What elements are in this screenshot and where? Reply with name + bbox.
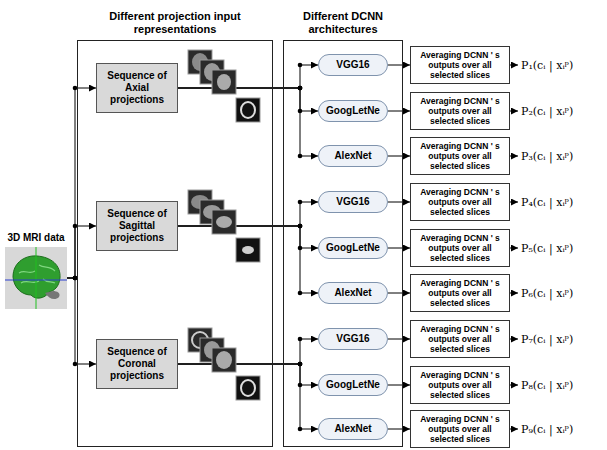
process-box: Sequence of Sagittal projections — [96, 201, 178, 251]
box-text: AlexNet — [334, 287, 371, 299]
flow-arrow — [178, 364, 318, 429]
box-text: VGG16 — [336, 59, 369, 71]
flow-arrow — [388, 111, 410, 112]
junction-dot — [298, 291, 303, 296]
flow-arrow — [178, 226, 318, 293]
process-box: Averaging DCNN ' s outputs over all sele… — [410, 274, 510, 312]
group-panel: Different projection input representatio… — [77, 40, 273, 447]
output-arrows — [510, 65, 518, 429]
flow-arrow — [67, 88, 96, 278]
junction-dot — [298, 224, 303, 229]
probability-output: P₉(cᵢ | xᵢᵖ) — [521, 423, 573, 436]
junction-dot — [298, 86, 303, 91]
flow-arrow — [67, 226, 96, 278]
probability-output: P₄(cᵢ | xᵢᵖ) — [521, 196, 573, 209]
junction-dot — [298, 362, 303, 367]
junction-dot — [298, 224, 303, 229]
junction-dot — [298, 224, 303, 229]
probability-output: P₁(cᵢ | xᵢᵖ) — [521, 59, 573, 72]
process-box: Averaging DCNN ' s outputs over all sele… — [410, 410, 510, 448]
network-oval: GoogLetNe — [318, 237, 388, 259]
box-text: AlexNet — [334, 150, 371, 162]
process-box: Sequence of Coronal projections — [96, 339, 178, 389]
sagittal-slices — [188, 190, 260, 262]
box-text: Sequence of Axial projections — [101, 70, 173, 106]
junction-dot — [298, 427, 303, 432]
box-text: Averaging DCNN ' s outputs over all sele… — [415, 233, 505, 263]
junction-dot — [298, 362, 303, 367]
box-text: Averaging DCNN ' s outputs over all sele… — [415, 414, 505, 444]
heading-text: Different projection input representatio… — [72, 10, 278, 36]
brain-picture — [5, 247, 67, 309]
box-text: VGG16 — [336, 333, 369, 345]
process-box: Averaging DCNN ' s outputs over all sele… — [410, 92, 510, 130]
process-box: Averaging DCNN ' s outputs over all sele… — [410, 183, 510, 221]
flow-arrow — [388, 385, 410, 386]
network-oval: GoogLetNe — [318, 100, 388, 122]
box-text: GoogLetNe — [326, 242, 380, 254]
mri-image: 3D MRI data — [5, 247, 67, 309]
axial-slices — [188, 50, 260, 122]
probability-output: P₂(cᵢ | xᵢᵖ) — [521, 105, 573, 118]
flow-arrow — [388, 202, 410, 203]
probability-output: P₅(cᵢ | xᵢᵖ) — [521, 242, 573, 255]
box-text: Sequence of Sagittal projections — [101, 208, 173, 244]
flow-arrow — [388, 156, 410, 157]
flow-arrow — [67, 278, 96, 364]
box-text: Averaging DCNN ' s outputs over all sele… — [415, 187, 505, 217]
junction-dot — [298, 337, 303, 342]
box-text: Averaging DCNN ' s outputs over all sele… — [415, 96, 505, 126]
process-box: Averaging DCNN ' s outputs over all sele… — [410, 366, 510, 404]
flow-arrow — [388, 293, 410, 294]
junction-dot — [298, 63, 303, 68]
box-text: Averaging DCNN ' s outputs over all sele… — [415, 50, 505, 80]
probability-output: P₇(cᵢ | xᵢᵖ) — [521, 333, 573, 346]
box-text: Averaging DCNN ' s outputs over all sele… — [415, 370, 505, 400]
process-box: Averaging DCNN ' s outputs over all sele… — [410, 229, 510, 267]
box-text: GoogLetNe — [326, 105, 380, 117]
network-oval: AlexNet — [318, 282, 388, 304]
coronal-slices — [188, 328, 260, 400]
box-text: Averaging DCNN ' s outputs over all sele… — [415, 324, 505, 354]
box-text: Sequence of Coronal projections — [101, 346, 173, 382]
process-box: Averaging DCNN ' s outputs over all sele… — [410, 137, 510, 175]
box-text: GoogLetNe — [326, 379, 380, 391]
box-text: VGG16 — [336, 196, 369, 208]
junction-dot — [298, 362, 303, 367]
group-panel: Different DCNN architecturesVGG16GoogLet… — [283, 40, 403, 447]
box-text: Averaging DCNN ' s outputs over all sele… — [415, 141, 505, 171]
flow-arrow — [388, 339, 410, 340]
network-oval: GoogLetNe — [318, 374, 388, 396]
process-box: Averaging DCNN ' s outputs over all sele… — [410, 46, 510, 84]
process-box: Averaging DCNN ' s outputs over all sele… — [410, 320, 510, 358]
network-oval: VGG16 — [318, 191, 388, 213]
network-oval: AlexNet — [318, 145, 388, 167]
probability-output: P₆(cᵢ | xᵢᵖ) — [521, 287, 573, 300]
flow-arrow — [178, 88, 318, 156]
junction-dot — [298, 86, 303, 91]
heading-text: Different DCNN architectures — [278, 10, 408, 36]
junction-dot — [298, 200, 303, 205]
junction-dot — [298, 86, 303, 91]
box-text: AlexNet — [334, 423, 371, 435]
process-box: Sequence of Axial projections — [96, 63, 178, 113]
junction-dot — [298, 154, 303, 159]
probability-output: P₈(cᵢ | xᵢᵖ) — [521, 379, 573, 392]
flow-arrow — [388, 65, 410, 66]
flow-arrow — [388, 248, 410, 249]
heading-text: 3D MRI data — [0, 232, 73, 244]
network-oval: VGG16 — [318, 328, 388, 350]
network-oval: AlexNet — [318, 418, 388, 440]
probability-output: P₃(cᵢ | xᵢᵖ) — [521, 150, 573, 163]
flow-arrow — [388, 429, 410, 430]
box-text: Averaging DCNN ' s outputs over all sele… — [415, 278, 505, 308]
network-oval: VGG16 — [318, 54, 388, 76]
